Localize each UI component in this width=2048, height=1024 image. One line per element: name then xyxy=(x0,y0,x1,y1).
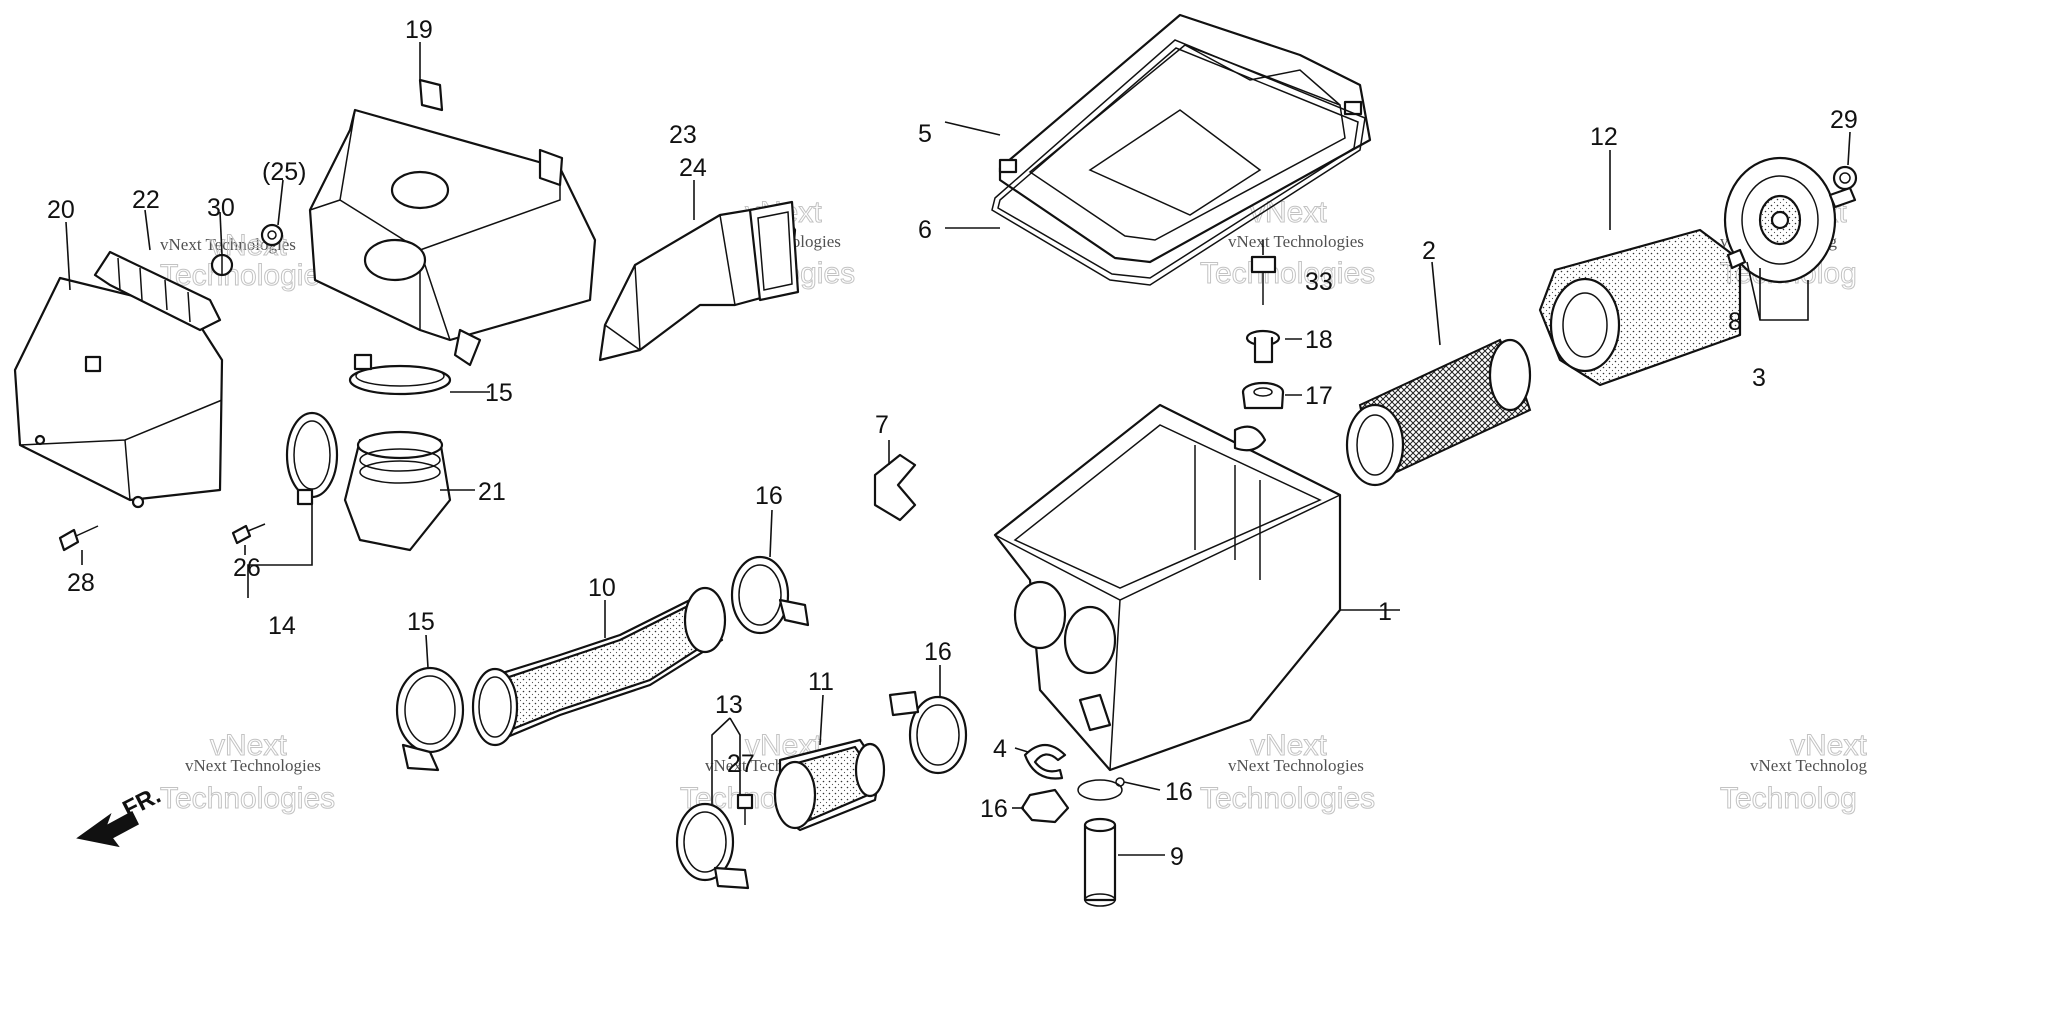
part-8-screw xyxy=(1726,248,1747,270)
callout-2: 2 xyxy=(1422,237,1436,265)
watermark-text: vNext Technologies xyxy=(185,756,321,775)
part-32-bolt xyxy=(210,253,234,277)
callout-15-lower: 15 xyxy=(407,608,435,636)
part-16-band-lower xyxy=(888,690,968,775)
leader-lines xyxy=(65,42,1851,856)
watermark-large: Technologies xyxy=(160,782,335,815)
part-16-band-upper xyxy=(730,555,810,635)
part-26-air-duct xyxy=(598,200,800,362)
part-20-collar xyxy=(1245,329,1281,364)
callout-16-lower: 16 xyxy=(924,638,952,666)
watermark-large: Technologies xyxy=(1200,782,1375,815)
watermark-text: vNext Technologies xyxy=(160,235,296,254)
callout-5: 5 xyxy=(918,120,932,148)
part-10-tube xyxy=(471,586,727,747)
callout-27: (25) xyxy=(262,158,306,186)
watermark-large: Technologies xyxy=(1200,257,1375,290)
callout-7: 7 xyxy=(875,411,889,439)
callout-33: 33 xyxy=(1305,268,1333,296)
callout-3: 3 xyxy=(1752,364,1766,392)
part-7-clip xyxy=(873,453,917,522)
part-15-band-lower xyxy=(395,666,465,772)
callout-19: 17 xyxy=(1305,382,1333,410)
watermark-text: vNext Technologies xyxy=(1228,756,1364,775)
callout-20: 18 xyxy=(1305,326,1333,354)
part-29-screw xyxy=(736,793,754,825)
part-33-bolt xyxy=(1250,255,1277,305)
callout-29: 27 xyxy=(727,750,755,778)
watermark-large: vNext xyxy=(1790,729,1867,762)
part-2-element xyxy=(1345,338,1532,487)
part-12-outer-element xyxy=(1538,228,1742,387)
callout-9: 9 xyxy=(1170,843,1184,871)
part-17-clip xyxy=(1077,777,1125,801)
callout-24: 22 xyxy=(132,186,160,214)
part-13-band xyxy=(675,802,750,890)
callout-32: 30 xyxy=(207,194,235,222)
watermark-large: Technolog xyxy=(1720,782,1857,815)
front-arrow-icon xyxy=(76,810,139,848)
part-15-band-upper xyxy=(348,353,452,396)
callout-31: 29 xyxy=(1830,106,1858,134)
part-1-case xyxy=(993,403,1342,772)
part-3-cap xyxy=(1723,156,1857,284)
callouts: 19 (25) 30 22 20 15 21 26 14 28 23 24 5 … xyxy=(47,16,1858,871)
watermark-large: vNext xyxy=(210,729,287,762)
callout-13: 13 xyxy=(715,691,743,719)
part-21-air-duct xyxy=(308,78,597,367)
callout-28: 26 xyxy=(233,554,261,582)
callout-12: 12 xyxy=(1590,123,1618,151)
callout-6: 6 xyxy=(918,216,932,244)
part-14-band xyxy=(285,411,339,506)
callout-1: 1 xyxy=(1378,598,1392,626)
callout-15-upper: 15 xyxy=(485,379,513,407)
part-6-gasket xyxy=(991,39,1366,286)
callout-14: 14 xyxy=(268,612,296,640)
front-direction-indicator: FR. xyxy=(76,782,165,848)
part-19-grommet xyxy=(1241,381,1285,410)
part-9-drain-tube xyxy=(1083,817,1117,907)
callout-26: 24 xyxy=(679,154,707,182)
part-24-bracket xyxy=(93,250,222,332)
callout-16-upper: 16 xyxy=(755,482,783,510)
part-31-nut xyxy=(1832,165,1858,191)
callout-30: 28 xyxy=(67,569,95,597)
part-4-clip xyxy=(1023,743,1067,780)
watermark-text: vNext Technologies xyxy=(1228,232,1364,251)
callout-22: 20 xyxy=(47,196,75,224)
part-27-grommet xyxy=(260,223,284,247)
callout-10: 10 xyxy=(588,574,616,602)
part-23-joint xyxy=(343,430,452,552)
callout-18: 16 xyxy=(980,795,1008,823)
callout-8: 8 xyxy=(1728,308,1742,336)
watermark-text: vNext Technolog xyxy=(1750,756,1867,775)
callout-4: 4 xyxy=(993,735,1007,763)
callout-11: 11 xyxy=(808,668,834,696)
callout-17: 16 xyxy=(1165,778,1193,806)
part-18-clamp xyxy=(1020,788,1070,824)
watermark-large: Technologies xyxy=(160,259,335,292)
callout-21: 19 xyxy=(405,16,433,44)
part-5-lid xyxy=(998,13,1372,264)
part-11-joint xyxy=(773,738,886,832)
watermark-large: vNext xyxy=(1250,729,1327,762)
part-28-screw xyxy=(231,523,266,545)
callout-23: 21 xyxy=(478,478,506,506)
part-30-screw xyxy=(58,525,99,552)
callout-25: 23 xyxy=(669,121,697,149)
